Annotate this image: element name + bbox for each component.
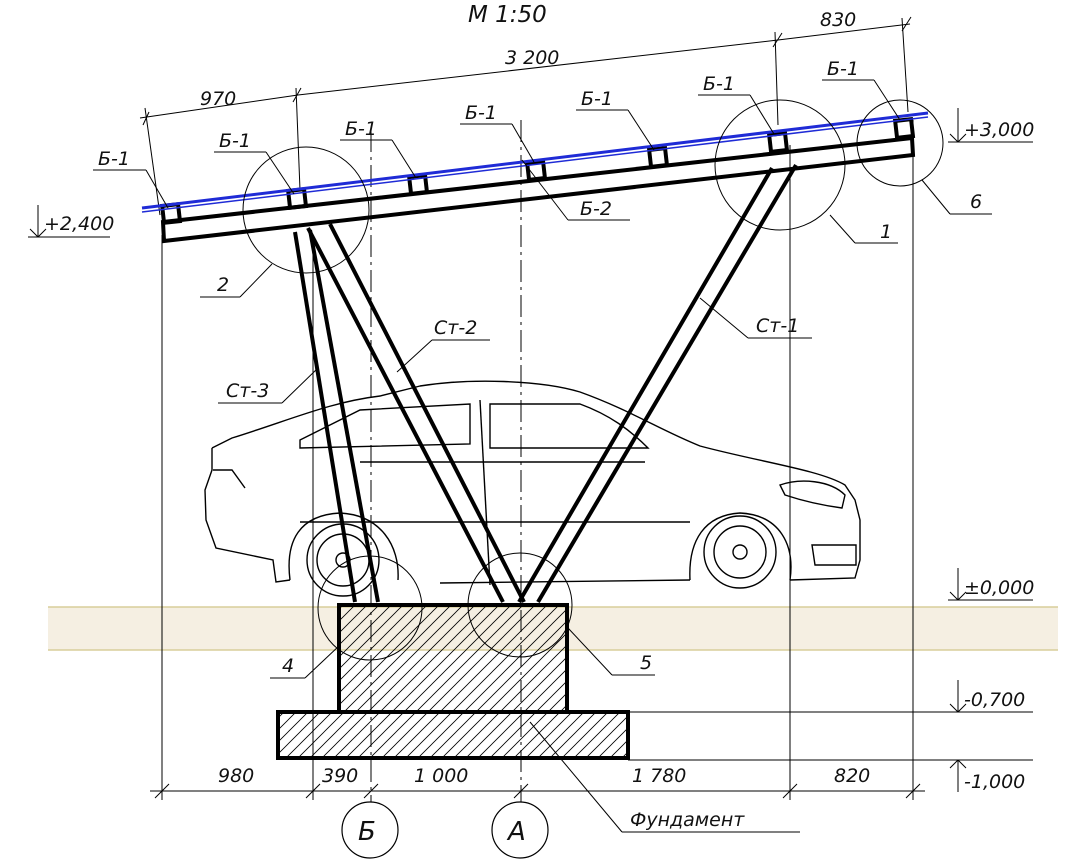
level-mark-3000 [948,108,1033,143]
axis-b-bubble [341,801,399,859]
leaders-b1 [93,79,901,209]
level-m1000: -1,000 [964,771,1025,793]
dim-bottom-1000: 1 000 [414,765,468,787]
detail-number-5: 5 [640,652,652,674]
label-st3: Ст-3 [226,380,269,402]
label-foundation: Фундамент [630,809,745,831]
dim-bottom-390: 390 [322,765,358,787]
axis-a-bubble [491,801,549,859]
detail-number-4: 4 [282,655,294,677]
extension-lines [144,17,914,800]
column-st1 [517,163,798,604]
leader-detail-2 [200,263,273,298]
dim-bottom-820: 820 [834,765,870,787]
detail-number-2: 2 [217,274,229,296]
dim-bottom-1780: 1 780 [632,765,686,787]
leader-st3 [218,367,319,404]
column-st2 [306,223,526,603]
label-b1-5: Б-1 [581,88,613,110]
leader-foundation [529,721,800,833]
level-m0700: -0,700 [964,689,1025,711]
axis-a-label: А [506,817,526,847]
detail-circles [242,99,944,661]
level-2400: +2,400 [44,213,114,235]
level-0000: ±0,000 [964,577,1034,599]
leader-detail-4 [270,644,341,679]
leader-st2 [396,339,490,373]
axis-b-label: Б [358,817,376,847]
leader-b2 [521,159,630,221]
top-dimension-lines [139,16,912,126]
level-mark-0000 [948,568,1033,601]
foundation-pedestal [337,603,569,714]
dim-top-3200: 3 200 [505,47,559,69]
leader-st1 [699,297,812,339]
label-b1-1: Б-1 [98,148,130,170]
level-mark-2400 [28,205,110,238]
dim-bottom-980: 980 [218,765,254,787]
foundation-slab [276,710,630,760]
car-outline [204,380,861,597]
bottom-dimension-line [150,783,925,799]
label-b1-7: Б-1 [827,58,859,80]
beam-b2 [160,135,916,244]
label-b1-6: Б-1 [703,73,735,95]
solar-panel [141,111,929,213]
detail-number-6: 6 [970,191,982,213]
dim-top-970: 970 [200,88,236,110]
label-b1-4: Б-1 [465,102,497,124]
detail-number-1: 1 [880,221,892,243]
label-st1: Ст-1 [756,315,799,337]
label-b1-2: Б-1 [219,130,251,152]
leader-detail-6 [921,179,992,215]
purlins-b1 [159,116,916,226]
scale-title: М 1:50 [468,2,547,28]
label-b2: Б-2 [580,198,612,220]
level-mark-0700 [628,680,1033,713]
column-st3 [293,229,380,603]
level-3000: +3,000 [964,119,1034,141]
label-b1-3: Б-1 [345,118,377,140]
label-st2: Ст-2 [434,317,477,339]
leader-detail-5 [567,627,655,676]
level-mark-1000 [628,759,1033,792]
dim-top-830: 830 [820,9,856,31]
leader-detail-1 [829,214,898,244]
